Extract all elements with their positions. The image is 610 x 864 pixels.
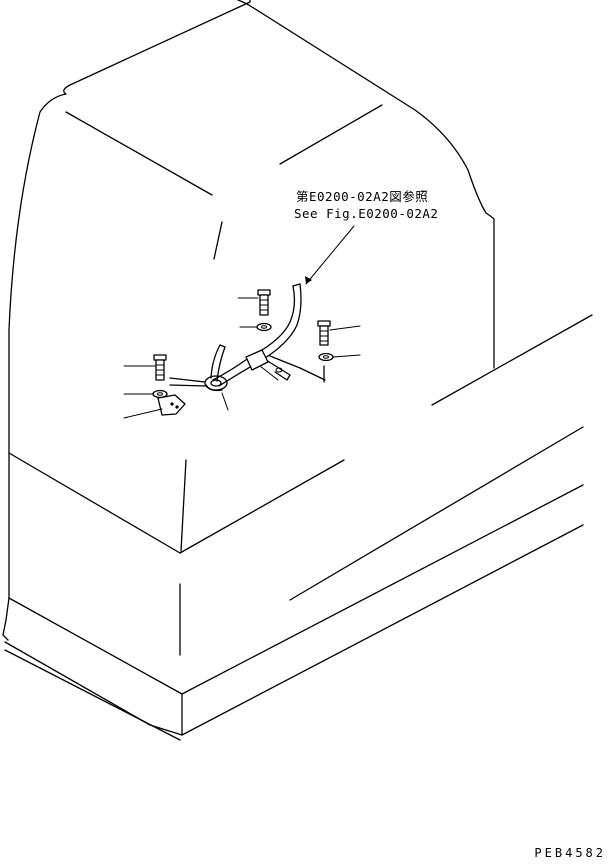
hose-harness xyxy=(169,283,302,392)
washer-left xyxy=(152,389,168,399)
leader-lines xyxy=(123,225,361,419)
washer-top xyxy=(256,322,272,332)
reference-note-japanese: 第E0200-02A2図参照 xyxy=(296,189,429,204)
reference-note-english: See Fig.E0200-02A2 xyxy=(294,206,439,221)
bolt-right xyxy=(317,320,331,346)
machine-body-outline xyxy=(2,0,593,741)
figure-code: PEB4582 xyxy=(534,846,606,860)
bolt-left xyxy=(153,354,167,381)
bracket-left xyxy=(157,394,186,416)
bolt-top xyxy=(257,289,271,316)
bracket-right xyxy=(245,349,326,383)
washer-right xyxy=(318,352,334,362)
